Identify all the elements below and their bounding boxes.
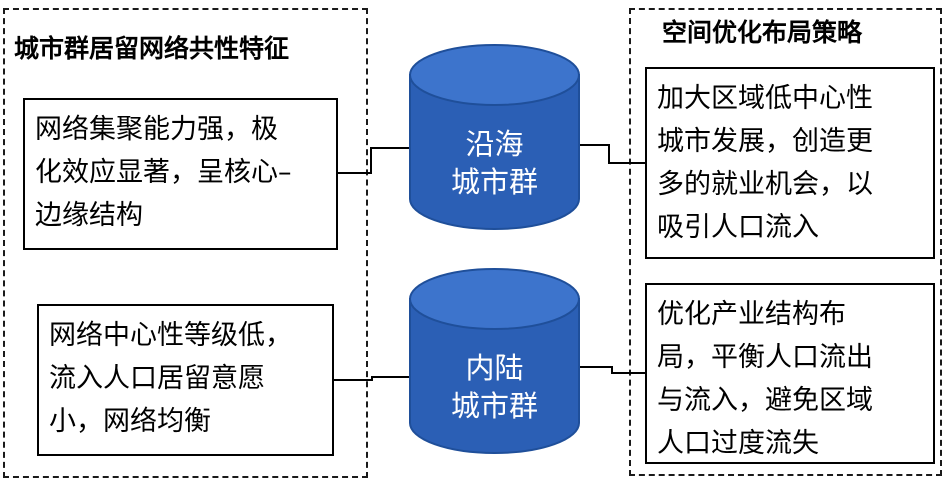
connector-coastal-left bbox=[338, 147, 409, 174]
text-line: 优化产业结构布 bbox=[657, 299, 846, 330]
network-features-title: 城市群居留网络共性特征 bbox=[14, 34, 290, 63]
strategy-group-frame bbox=[629, 8, 942, 476]
connector-inland-left bbox=[334, 376, 409, 381]
cylinder-top bbox=[409, 44, 580, 106]
text-line: 与流入，避免区域 bbox=[657, 385, 873, 416]
cylinder-label-line1: 内陆 bbox=[465, 351, 524, 385]
network-features-group-frame bbox=[3, 8, 368, 478]
text-line: 网络中心性等级低， bbox=[49, 320, 292, 351]
connector-inland-right bbox=[580, 366, 645, 374]
text-line: 吸引人口流入 bbox=[657, 212, 819, 243]
text-line: 多的就业机会，以 bbox=[657, 169, 873, 200]
text-line: 化效应显著，呈核心– bbox=[35, 157, 292, 188]
coastal-city-cluster-cylinder: 沿海 城市群 bbox=[409, 44, 580, 230]
connector-coastal-right bbox=[580, 144, 645, 164]
text-line: 小，网络均衡 bbox=[49, 406, 211, 437]
cylinder-label-line2: 城市群 bbox=[450, 165, 538, 199]
text-line: 人口过度流失 bbox=[657, 428, 819, 459]
text-line: 网络集聚能力强，极 bbox=[35, 114, 278, 145]
inland-strategy-box: 优化产业结构布 局，平衡人口流出 与流入，避免区域 人口过度流失 bbox=[645, 283, 935, 464]
coastal-strategy-box: 加大区域低中心性 城市发展，创造更 多的就业机会，以 吸引人口流入 bbox=[645, 67, 935, 259]
text-line: 城市发展，创造更 bbox=[657, 126, 873, 157]
inland-city-cluster-cylinder: 内陆 城市群 bbox=[409, 268, 580, 454]
cylinder-label-line1: 沿海 bbox=[465, 127, 524, 161]
cylinder-body bbox=[409, 74, 580, 230]
strategy-title: 空间优化布局策略 bbox=[662, 18, 863, 47]
cylinder-shape bbox=[409, 268, 580, 454]
coastal-network-feature-box: 网络集聚能力强，极 化效应显著，呈核心– 边缘结构 bbox=[23, 98, 338, 250]
cylinder-top bbox=[409, 268, 580, 330]
inland-network-feature-box: 网络中心性等级低， 流入人口居留意愿 小，网络均衡 bbox=[37, 304, 334, 456]
text-line: 边缘结构 bbox=[35, 200, 143, 231]
cylinder-shape bbox=[409, 44, 580, 230]
text-line: 加大区域低中心性 bbox=[657, 83, 873, 114]
cylinder-label-line2: 城市群 bbox=[450, 389, 538, 423]
cylinder-body bbox=[409, 298, 580, 454]
text-line: 流入人口居留意愿 bbox=[49, 363, 265, 394]
text-line: 局，平衡人口流出 bbox=[657, 342, 873, 373]
